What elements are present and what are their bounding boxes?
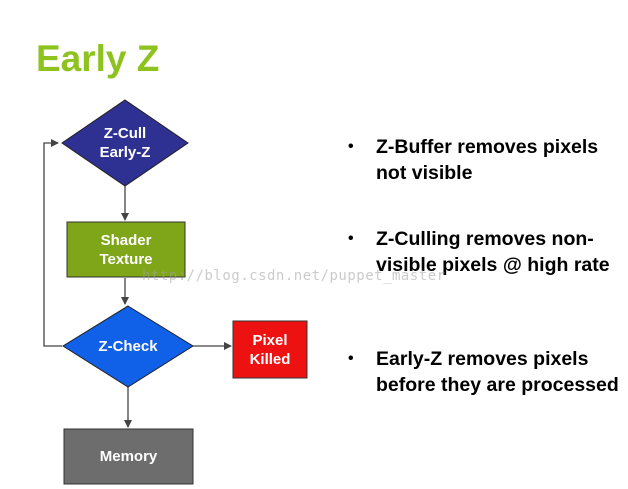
bullet-dot-icon: • xyxy=(348,230,354,247)
bullet-dot-icon: • xyxy=(348,138,354,155)
zcull-diamond xyxy=(61,99,189,187)
bullet-text: Z-Buffer removes pixels not visible xyxy=(376,136,599,184)
slide-title: Early Z xyxy=(36,38,160,79)
watermark-text: http://blog.csdn.net/puppet_master xyxy=(142,268,446,284)
zcheck-diamond xyxy=(62,305,194,388)
arrow-loop-to-zcull xyxy=(43,139,62,347)
memory-label: Memory xyxy=(99,448,158,465)
bullet-text: Z-Culling removes non-visible pixels @ h… xyxy=(376,228,610,276)
shader-label: Shader Texture xyxy=(99,231,153,268)
bullet-text: Early-Z removes pixels before they are p… xyxy=(376,348,619,396)
pixel-killed-label: Pixel Killed xyxy=(249,331,291,368)
zcull-label: Z-Cull Early-Z xyxy=(99,125,151,161)
pixel-killed-box xyxy=(232,320,308,379)
zcheck-label: Z-Check xyxy=(98,337,158,355)
shader-box xyxy=(66,221,186,278)
memory-box xyxy=(63,428,194,485)
bullet-dot-icon: • xyxy=(348,350,354,367)
